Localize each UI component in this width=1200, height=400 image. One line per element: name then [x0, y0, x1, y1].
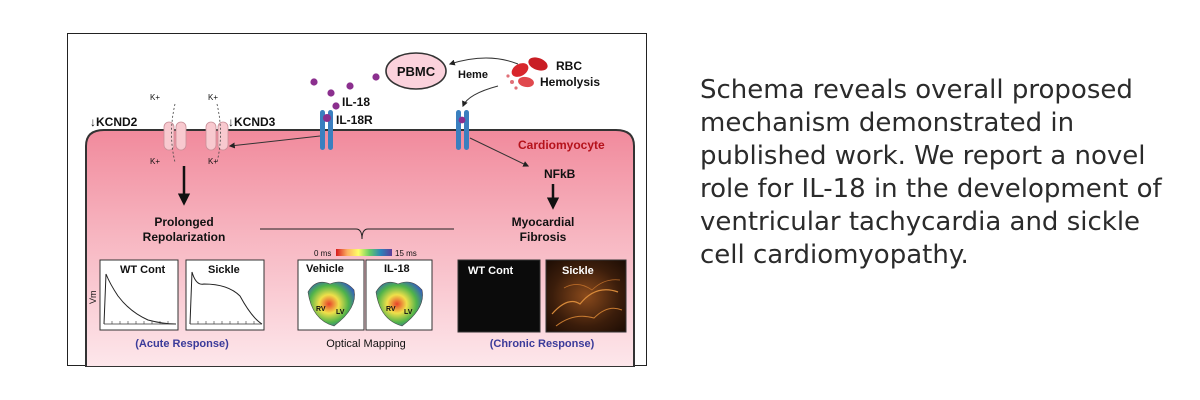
- myocardial-label: Myocardial: [512, 215, 575, 229]
- vm-axis-label: Vm: [88, 291, 98, 305]
- ap-panel-sickle: [185, 259, 265, 331]
- repolarization-label: Repolarization: [143, 230, 226, 244]
- lv-label-vehicle: LV: [336, 309, 345, 316]
- kcnd2-label: ↓KCND2: [90, 115, 138, 129]
- fibrosis-sickle-label: Sickle: [562, 265, 594, 277]
- chronic-response-label: (Chronic Response): [490, 338, 595, 350]
- rv-label-vehicle: RV: [316, 306, 326, 313]
- nfkb-label: NFkB: [544, 167, 576, 181]
- acute-response-label: (Acute Response): [135, 338, 229, 350]
- il18-panel-label: IL-18: [384, 263, 410, 275]
- fibrosis-label: Fibrosis: [520, 230, 567, 244]
- rv-label-il18: RV: [386, 306, 396, 313]
- scale-max-label: 15 ms: [395, 249, 417, 258]
- k-plus-label-top-left: K+: [150, 93, 160, 102]
- il18r-label: IL-18R: [336, 113, 373, 127]
- fibrosis-panel-sickle: [545, 259, 627, 333]
- ap-wt-cont-label: WT Cont: [120, 264, 166, 276]
- fibrosis-panel-wt-cont: [457, 259, 541, 333]
- figure-caption: Schema reveals overall proposed mechanis…: [700, 75, 1162, 270]
- hemolysis-label: Hemolysis: [540, 75, 600, 89]
- il18-receptor-right: [456, 110, 469, 150]
- receptor-to-nfkb-arrow: [469, 137, 530, 167]
- potassium-channel-left: [163, 103, 187, 163]
- receptor-to-channel-arrow: [228, 135, 321, 149]
- optical-panel-il18: [365, 259, 433, 331]
- kcnd3-label: ↓KCND3: [228, 115, 276, 129]
- ap-sickle-label: Sickle: [208, 264, 240, 276]
- rbc-label: RBC: [556, 59, 582, 73]
- pbmc-cell: [385, 52, 447, 90]
- k-plus-label-top-right: K+: [208, 93, 218, 102]
- optical-mapping-label: Optical Mapping: [326, 338, 406, 350]
- rbc-cluster: [506, 57, 548, 90]
- optical-panel-vehicle: [297, 259, 365, 331]
- heme-arrow: [448, 57, 519, 66]
- lv-label-il18: LV: [404, 309, 413, 316]
- fibrosis-wt-cont-label: WT Cont: [468, 265, 514, 277]
- il18-particles: [310, 73, 380, 110]
- heme-label: Heme: [458, 69, 488, 81]
- pbmc-label: PBMC: [397, 64, 436, 79]
- prolonged-label: Prolonged: [154, 215, 213, 229]
- cardiomyocyte-label: Cardiomyocyte: [518, 138, 605, 152]
- timing-color-scale: [336, 249, 392, 256]
- potassium-channel-right: [205, 103, 229, 163]
- schematic-figure: Cardiomyocyte PBMC Heme RBC Hemolysis IL…: [67, 33, 647, 367]
- optical-mapping-bracket: [260, 228, 454, 240]
- k-plus-label-bottom-left: K+: [150, 157, 160, 166]
- scale-min-label: 0 ms: [314, 249, 331, 258]
- hemolysis-to-receptor-arrow: [462, 85, 499, 108]
- il18-label: IL-18: [342, 95, 370, 109]
- ap-panel-wt-cont: [99, 259, 179, 331]
- k-plus-label-bottom-right: K+: [208, 157, 218, 166]
- vehicle-label: Vehicle: [306, 263, 344, 275]
- il18-receptor-left: [320, 110, 333, 150]
